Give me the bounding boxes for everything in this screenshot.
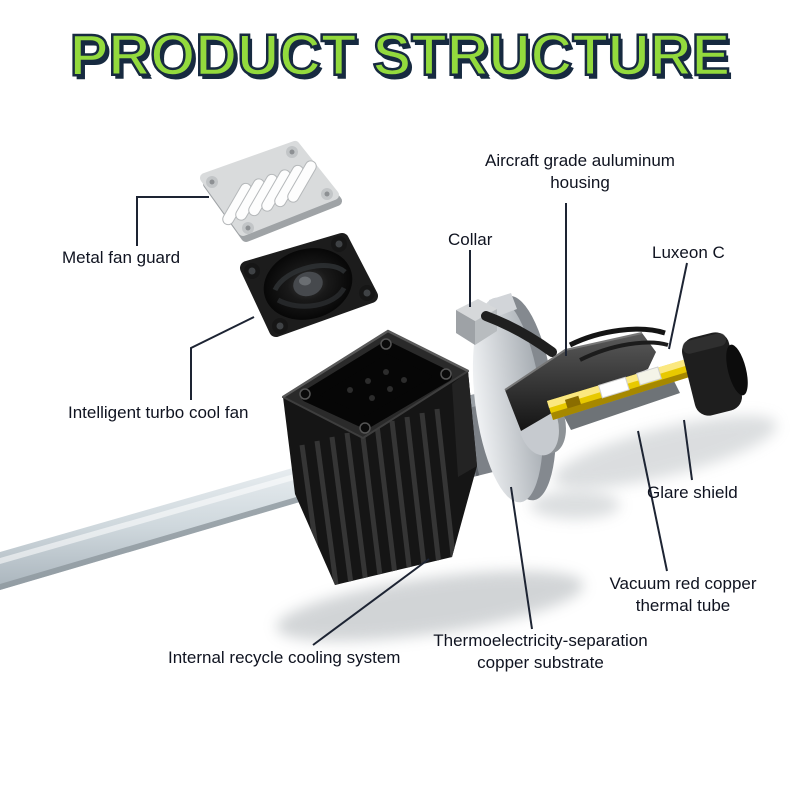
callout-cooling-system: [312, 558, 430, 646]
callout-luxeon: [668, 262, 688, 350]
callout-metal-fan-guard: [136, 196, 209, 246]
label-cooling-system: Internal recycle cooling system: [168, 648, 401, 667]
power-cable-graphic: [0, 463, 310, 590]
collar-graphic: [456, 299, 557, 357]
label-glare-shield: Glare shield: [647, 483, 738, 502]
glare-shield-graphic: [568, 326, 669, 362]
fan-guard-graphic: [200, 141, 342, 242]
shadow: [276, 415, 777, 642]
page-title: PRODUCT STRUCTURE: [68, 22, 731, 90]
callout-thermal-tube: [637, 430, 668, 572]
callout-glare-shield: [683, 419, 693, 481]
label-turbo-cool-fan: Intelligent turbo cool fan: [68, 403, 249, 422]
led-chip-graphic: [597, 366, 662, 399]
callout-turbo-cool-fan: [190, 316, 255, 400]
label-luxeon: Luxeon C: [652, 243, 725, 262]
label-thermal-tube: Vacuum red copper thermal tube: [609, 574, 757, 616]
tip-cap-graphic: [682, 332, 748, 416]
label-copper-substrate: Thermoelectricity-separation copper subs…: [433, 631, 648, 673]
label-metal-fan-guard: Metal fan guard: [62, 248, 181, 267]
callout-copper-substrate: [510, 486, 533, 630]
label-collar: Collar: [448, 230, 493, 249]
label-aluminum-housing: Aircraft grade auluminum housing: [485, 151, 675, 193]
cooling-fan-graphic: [240, 233, 378, 337]
heat-sink-graphic: [282, 329, 477, 585]
